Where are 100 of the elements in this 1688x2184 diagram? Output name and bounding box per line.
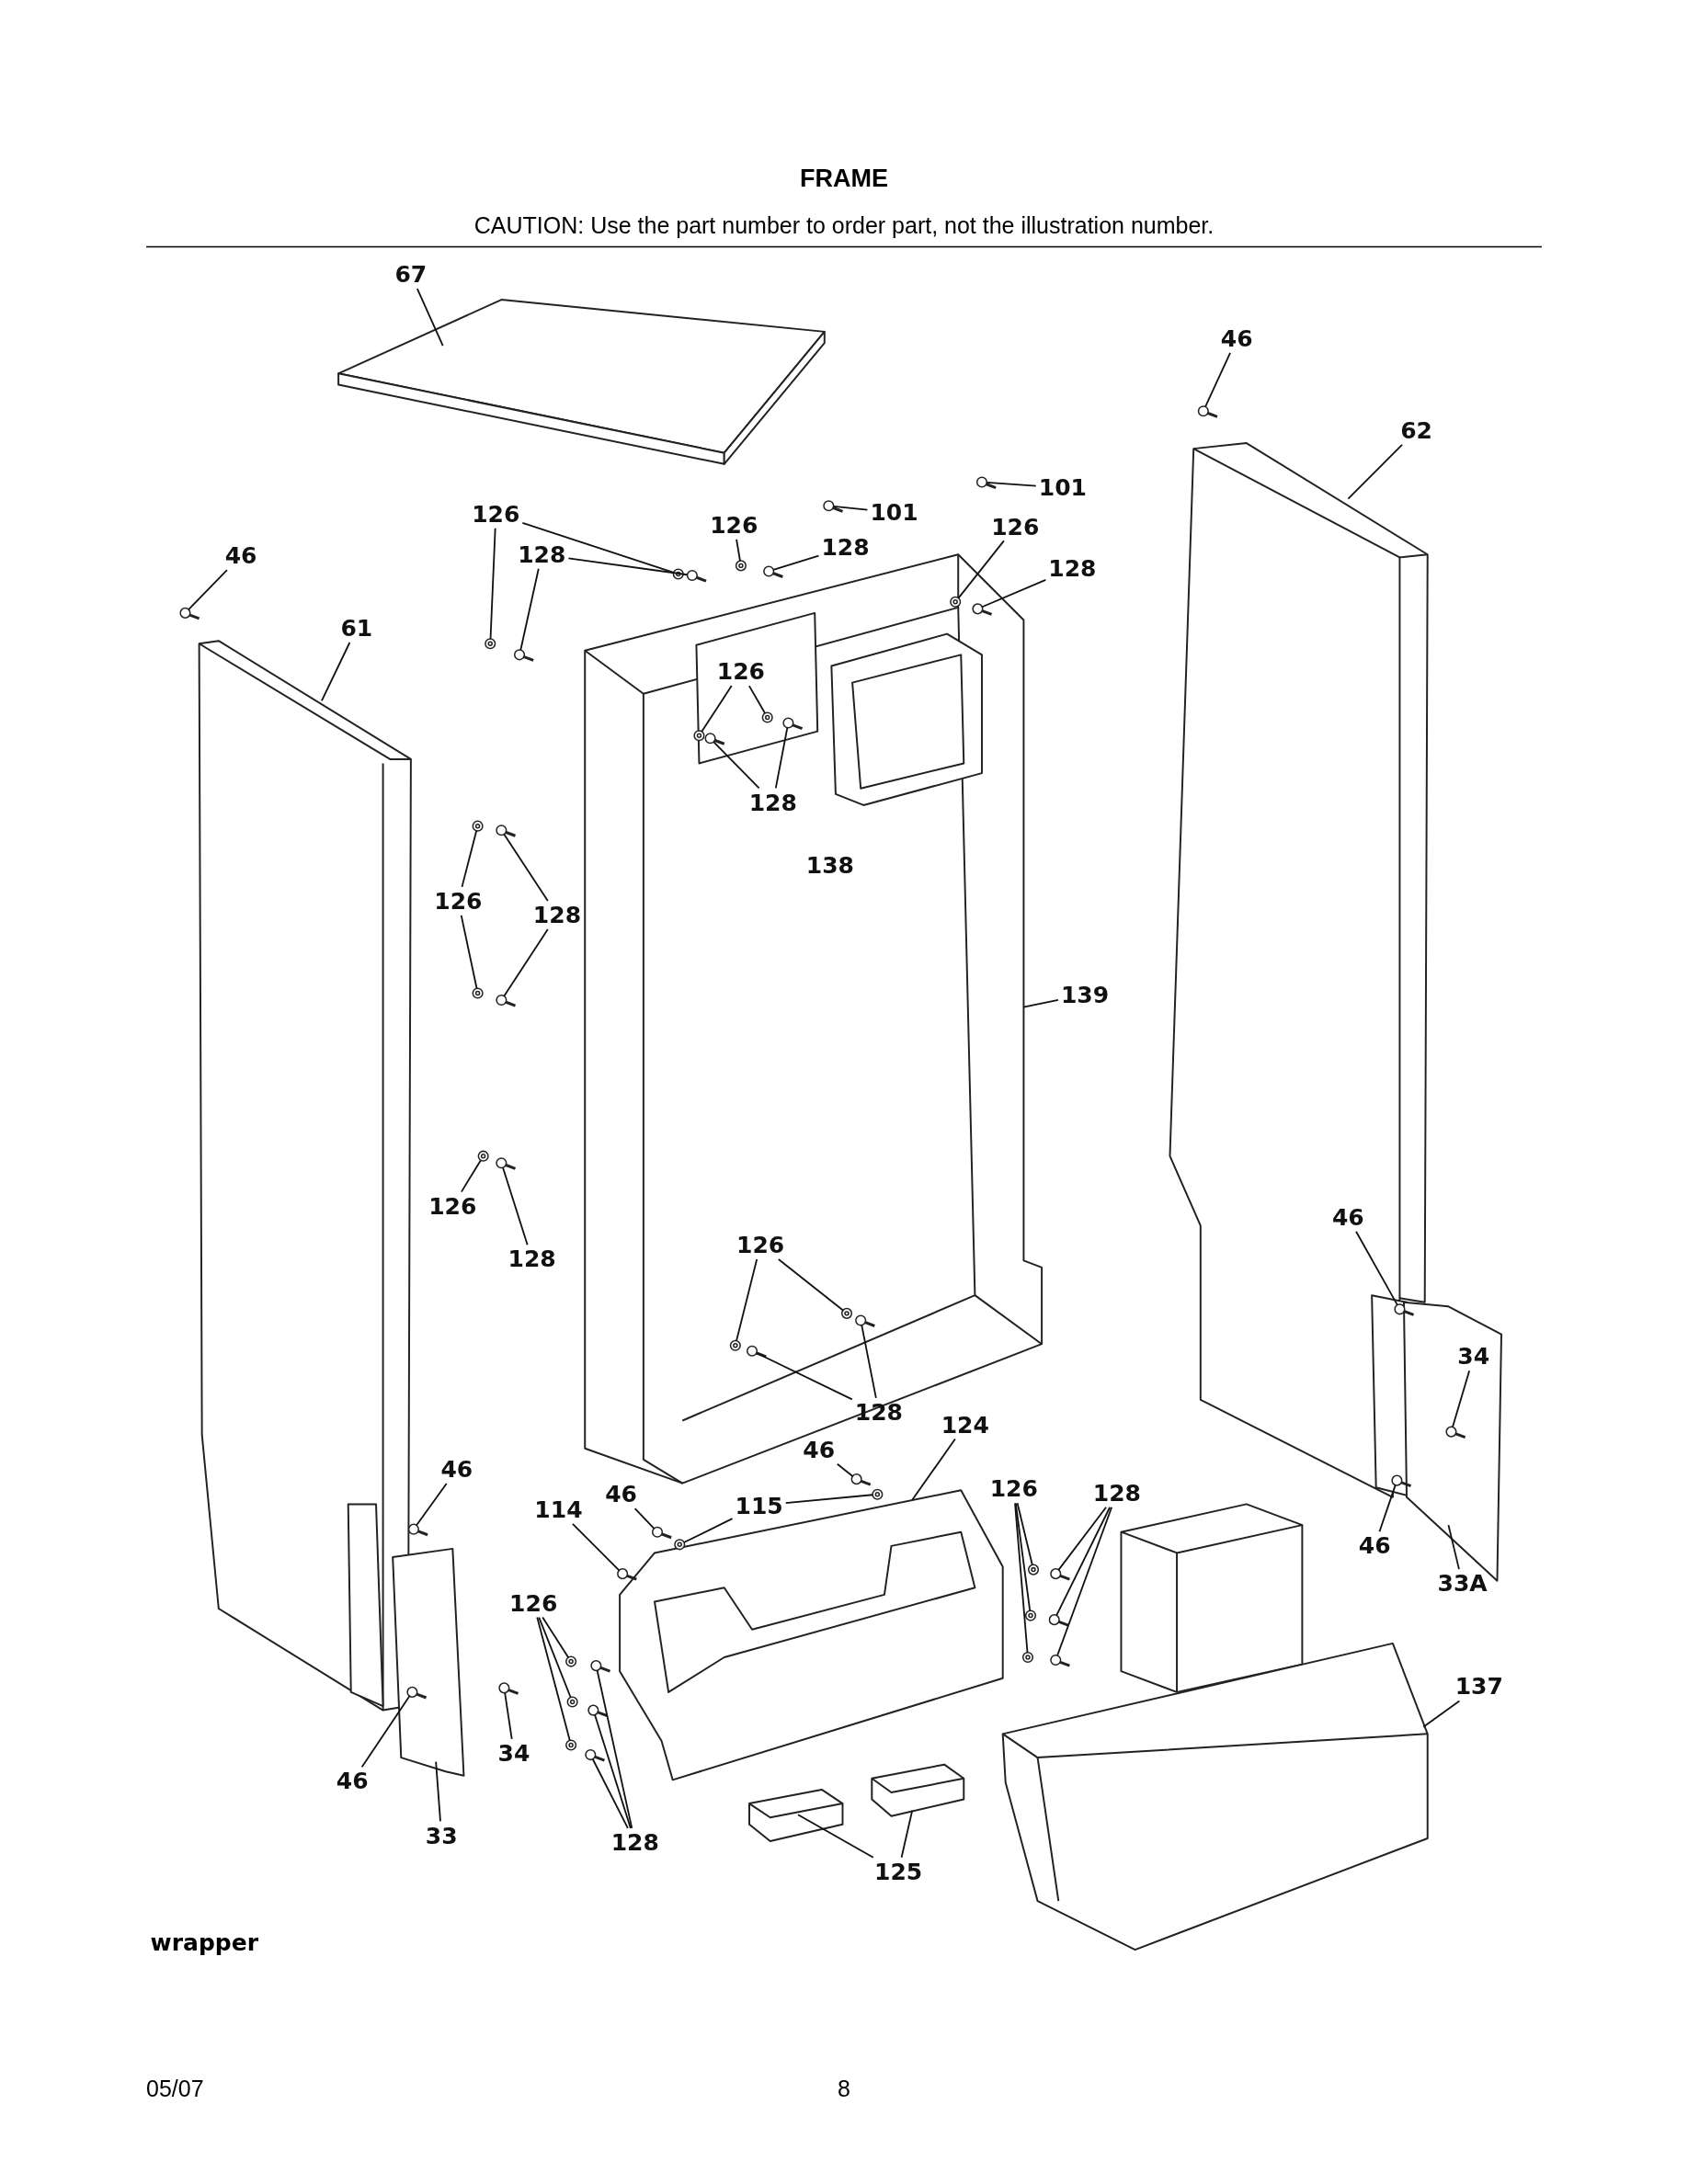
callout-number: 101: [870, 500, 918, 524]
leader-line: [594, 1713, 632, 1829]
leader-line: [1452, 1370, 1471, 1428]
callout-number: 128: [532, 903, 582, 927]
leader-line: [911, 1438, 956, 1501]
screw-icon: [1050, 1655, 1070, 1667]
callout-number: 126: [472, 502, 520, 526]
callout-number: 46: [336, 1769, 369, 1792]
leader-line: [503, 833, 549, 902]
screw-icon: [763, 565, 783, 578]
screw-icon: [496, 994, 517, 1007]
callout-number: 126: [716, 659, 765, 683]
leader-line: [521, 521, 675, 574]
screw-icon: [704, 733, 725, 745]
leader-line: [504, 1691, 513, 1740]
leader-line: [1347, 444, 1403, 500]
leader-line: [461, 829, 478, 888]
leader-line: [736, 1258, 758, 1342]
washer-icon: [872, 1488, 884, 1500]
callout-number: 138: [805, 853, 854, 877]
leader-line: [1378, 1484, 1397, 1533]
callout-number: 46: [1220, 326, 1253, 350]
leader-line: [321, 642, 351, 702]
leader-line: [1056, 1506, 1113, 1656]
leader-line: [1016, 1502, 1033, 1566]
washer-icon: [485, 638, 496, 650]
screw-icon: [651, 1526, 672, 1540]
callout-number: 34: [497, 1741, 530, 1765]
page-number: 8: [838, 2075, 850, 2102]
callout-number: 137: [1454, 1675, 1503, 1698]
callout-number: 46: [224, 543, 257, 567]
callout-number: 126: [991, 515, 1040, 539]
leader-line: [1014, 1502, 1032, 1612]
leader-line: [572, 1523, 621, 1572]
leader-line: [538, 1616, 572, 1699]
leader-line: [900, 1809, 914, 1859]
callout-number: 115: [735, 1494, 783, 1518]
leader-line: [832, 505, 869, 511]
screw-icon: [496, 1157, 517, 1170]
washer-icon: [674, 1539, 686, 1551]
callout-number: 46: [1358, 1534, 1391, 1557]
leader-line: [596, 1669, 633, 1829]
callout-number: 67: [394, 262, 428, 286]
leader-line: [1422, 1700, 1461, 1728]
leader-line: [416, 288, 444, 347]
screw-icon: [587, 1704, 608, 1718]
washer-icon: [950, 596, 962, 608]
leader-line: [489, 527, 496, 640]
screw-icon: [1048, 1614, 1069, 1627]
washer-icon: [565, 1655, 577, 1667]
date-text: 05/07: [146, 2075, 204, 2102]
leader-line: [360, 1695, 411, 1769]
leader-line: [736, 539, 741, 563]
figure-caption: wrapper: [150, 1928, 258, 1956]
leader-line: [188, 569, 228, 610]
screw-icon: [179, 607, 200, 620]
callout-number: 128: [854, 1400, 903, 1424]
leader-line: [784, 1494, 873, 1505]
callout-number: 126: [509, 1591, 558, 1615]
washer-icon: [1024, 1610, 1037, 1621]
washer-icon: [472, 820, 484, 832]
leader-line: [755, 1352, 853, 1401]
leader-line: [1014, 1502, 1029, 1654]
screw-icon: [746, 1345, 767, 1359]
leader-line: [633, 1507, 656, 1530]
leader-line: [861, 1324, 877, 1399]
leader-line: [460, 915, 478, 990]
callout-number: 126: [989, 1476, 1038, 1500]
leader-line: [957, 540, 1005, 599]
leader-line: [683, 1518, 734, 1543]
caution-note: CAUTION: Use the part number to order part, not the illustration number.: [473, 211, 1215, 239]
leader-line: [503, 928, 549, 997]
leader-line: [772, 554, 820, 571]
screw-icon: [972, 603, 993, 616]
leader-line: [1204, 352, 1231, 408]
callout-number: 33A: [1437, 1571, 1488, 1595]
washer-icon: [1021, 1651, 1033, 1664]
callout-number: 128: [518, 542, 566, 566]
washer-icon: [565, 1739, 577, 1751]
screw-icon: [975, 476, 997, 489]
leader-line: [567, 557, 689, 576]
screw-icon: [590, 1660, 611, 1673]
leader-line: [777, 1258, 844, 1312]
leader-line: [1022, 998, 1059, 1008]
callout-number: 126: [434, 889, 483, 913]
callout-number: 139: [1060, 983, 1110, 1007]
callout-number: 128: [1092, 1481, 1141, 1505]
leader-line: [701, 685, 733, 733]
callout-number: 128: [748, 791, 797, 814]
callout-number: 61: [340, 616, 373, 640]
leader-line: [713, 741, 760, 790]
callout-number: 101: [1038, 475, 1087, 499]
screw-icon: [585, 1749, 605, 1762]
screw-icon: [514, 649, 534, 662]
page-title: FRAME: [800, 164, 888, 193]
washer-icon: [761, 711, 773, 723]
callout-number: 46: [440, 1457, 473, 1481]
screw-icon: [1394, 1303, 1415, 1316]
leader-line: [797, 1814, 874, 1859]
callout-number: 46: [605, 1482, 637, 1506]
